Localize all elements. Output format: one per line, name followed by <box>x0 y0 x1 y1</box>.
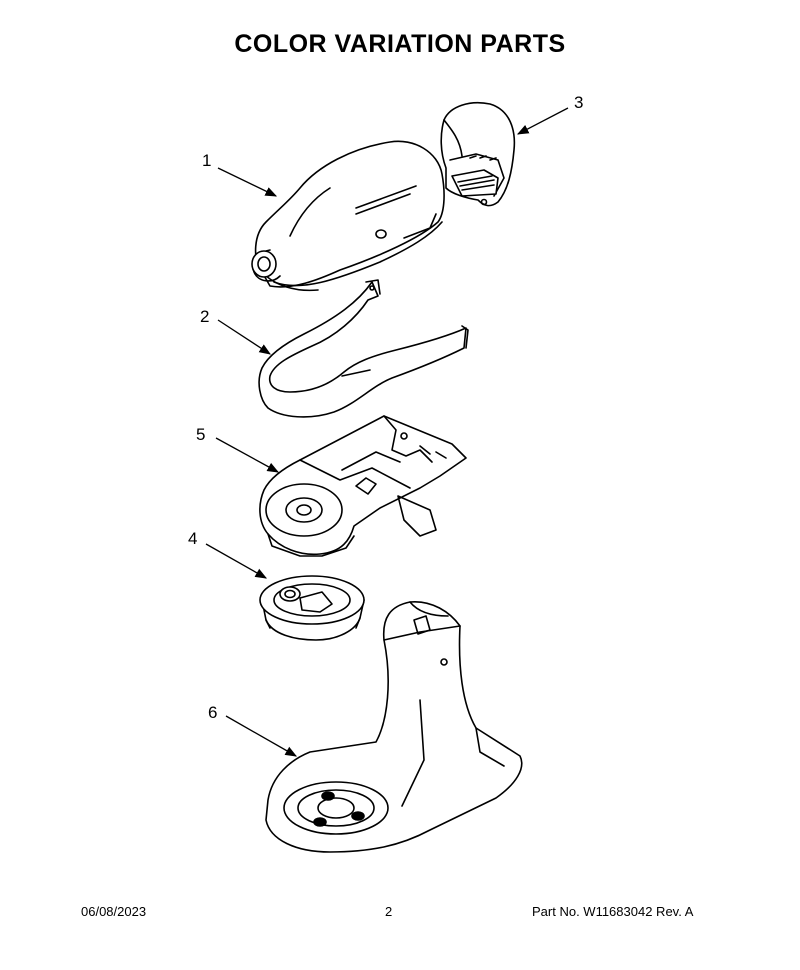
part-5-gear-housing[interactable] <box>259 415 467 557</box>
callout-6: 6 <box>208 703 217 722</box>
footer-part-number: Part No. W11683042 Rev. A <box>532 904 694 919</box>
callout-leader-lines <box>205 107 569 757</box>
part-4-drive-hub[interactable] <box>259 575 365 641</box>
footer-page-number: 2 <box>385 904 393 919</box>
callout-2: 2 <box>200 307 209 326</box>
footer-date: 06/08/2023 <box>81 904 147 919</box>
callout-4: 4 <box>188 529 197 548</box>
page-title: COLOR VARIATION PARTS <box>234 30 566 58</box>
part-3-rear-cover[interactable] <box>440 102 516 207</box>
part-1-motor-housing[interactable] <box>251 140 445 292</box>
part-2-trim-band[interactable] <box>258 279 469 418</box>
callout-1: 1 <box>202 151 211 170</box>
callout-5: 5 <box>196 425 205 444</box>
callout-3: 3 <box>574 93 583 112</box>
part-6-pedestal-base[interactable] <box>265 601 523 853</box>
